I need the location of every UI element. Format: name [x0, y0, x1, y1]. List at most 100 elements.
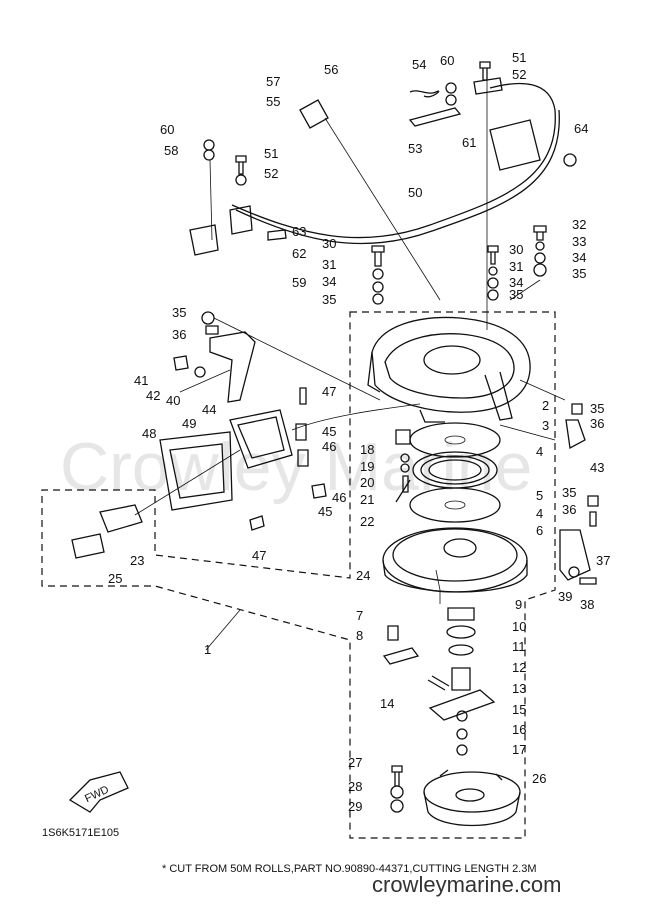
callout-52a: 52	[512, 67, 526, 82]
callout-9: 9	[515, 597, 522, 612]
callout-35a: 35	[322, 292, 336, 307]
callout-22: 22	[360, 514, 374, 529]
callout-35b: 35	[509, 287, 523, 302]
drive-pulley	[382, 527, 528, 593]
callout-25: 25	[108, 571, 122, 586]
callout-51b: 51	[264, 146, 278, 161]
callout-57: 57	[266, 74, 280, 89]
callout-46a: 46	[322, 439, 336, 454]
callout-43: 43	[590, 460, 604, 475]
callout-30b: 30	[509, 242, 523, 257]
callout-36b: 36	[590, 416, 604, 431]
fwd-label: FWD	[83, 784, 111, 805]
callout-15: 15	[512, 702, 526, 717]
callout-26: 26	[532, 771, 546, 786]
callout-35e: 35	[590, 401, 604, 416]
callout-41: 41	[134, 373, 148, 388]
callout-50: 50	[408, 185, 422, 200]
callout-24: 24	[356, 568, 370, 583]
callout-14: 14	[380, 696, 394, 711]
callout-53: 53	[408, 141, 422, 156]
callout-23: 23	[130, 553, 144, 568]
watermark: Crowley Marine	[60, 429, 532, 505]
linkage-parts	[189, 90, 577, 256]
callout-47b: 47	[252, 548, 266, 563]
callout-56: 56	[324, 62, 338, 77]
callout-34a: 34	[322, 274, 336, 289]
callout-44: 44	[202, 402, 216, 417]
callout-47a: 47	[322, 384, 336, 399]
callout-17: 17	[512, 742, 526, 757]
callout-59: 59	[292, 275, 306, 290]
callout-63: 63	[292, 224, 306, 239]
callout-4a: 4	[536, 444, 543, 459]
callout-35c: 35	[572, 266, 586, 281]
diagram-code: 1S6K5171E105	[42, 827, 119, 839]
callout-35d: 35	[172, 305, 186, 320]
control-cable-inner	[235, 109, 560, 245]
callout-33: 33	[572, 234, 586, 249]
callout-10: 10	[512, 619, 526, 634]
small-hardware	[173, 61, 599, 585]
site-watermark: crowleymarine.com	[372, 872, 562, 897]
callout-28: 28	[348, 779, 362, 794]
callout-36a: 36	[172, 327, 186, 342]
pawl-assembly	[382, 607, 496, 756]
callout-31a: 31	[322, 257, 336, 272]
callout-20: 20	[360, 475, 374, 490]
callout-5: 5	[536, 488, 543, 503]
callout-51a: 51	[512, 50, 526, 65]
callout-45b: 45	[318, 504, 332, 519]
callout-6: 6	[536, 523, 543, 538]
callout-29: 29	[348, 799, 362, 814]
callout-54: 54	[412, 57, 426, 72]
callout-60b: 60	[160, 122, 174, 137]
callout-34b: 34	[509, 275, 523, 290]
callout-16: 16	[512, 722, 526, 737]
callout-46b: 46	[332, 490, 346, 505]
callout-64: 64	[574, 121, 588, 136]
callout-48: 48	[142, 426, 156, 441]
brackets	[209, 331, 591, 581]
callout-8: 8	[356, 628, 363, 643]
callout-40: 40	[166, 393, 180, 408]
callout-12: 12	[512, 660, 526, 675]
callout-45a: 45	[322, 424, 336, 439]
callout-labels: 1 2 3 4 5 4 6 7 8 9 10 11 12 13 14 15 16…	[108, 50, 610, 814]
assembly-boundary-main	[41, 311, 556, 839]
callout-35f: 35	[562, 485, 576, 500]
bolt-stack-27	[390, 765, 404, 813]
callout-18: 18	[360, 442, 374, 457]
callout-7: 7	[356, 608, 363, 623]
control-cable	[231, 82, 556, 239]
starter-housing	[367, 316, 531, 423]
callout-42: 42	[146, 388, 160, 403]
footnote: * CUT FROM 50M ROLLS,PART NO.90890-44371…	[162, 863, 537, 875]
callout-52b: 52	[264, 166, 278, 181]
callout-3: 3	[542, 418, 549, 433]
callout-61: 61	[462, 135, 476, 150]
callout-34c: 34	[572, 250, 586, 265]
callout-62: 62	[292, 246, 306, 261]
callout-37: 37	[596, 553, 610, 568]
callout-2: 2	[542, 398, 549, 413]
leader-lines	[179, 80, 566, 651]
callout-38: 38	[580, 597, 594, 612]
spring-plate-stack	[409, 422, 501, 523]
callout-60a: 60	[440, 53, 454, 68]
callout-4b: 4	[536, 506, 543, 521]
starter-cup	[423, 769, 521, 827]
callout-1: 1	[204, 642, 211, 657]
callout-55: 55	[266, 94, 280, 109]
callout-27: 27	[348, 755, 362, 770]
callout-58: 58	[164, 143, 178, 158]
callout-11: 11	[512, 639, 526, 654]
callout-32: 32	[572, 217, 586, 232]
callout-49: 49	[182, 416, 196, 431]
callout-21: 21	[360, 492, 374, 507]
callout-13: 13	[512, 681, 526, 696]
callout-36c: 36	[562, 502, 576, 517]
callout-30a: 30	[322, 236, 336, 251]
callout-31b: 31	[509, 259, 523, 274]
